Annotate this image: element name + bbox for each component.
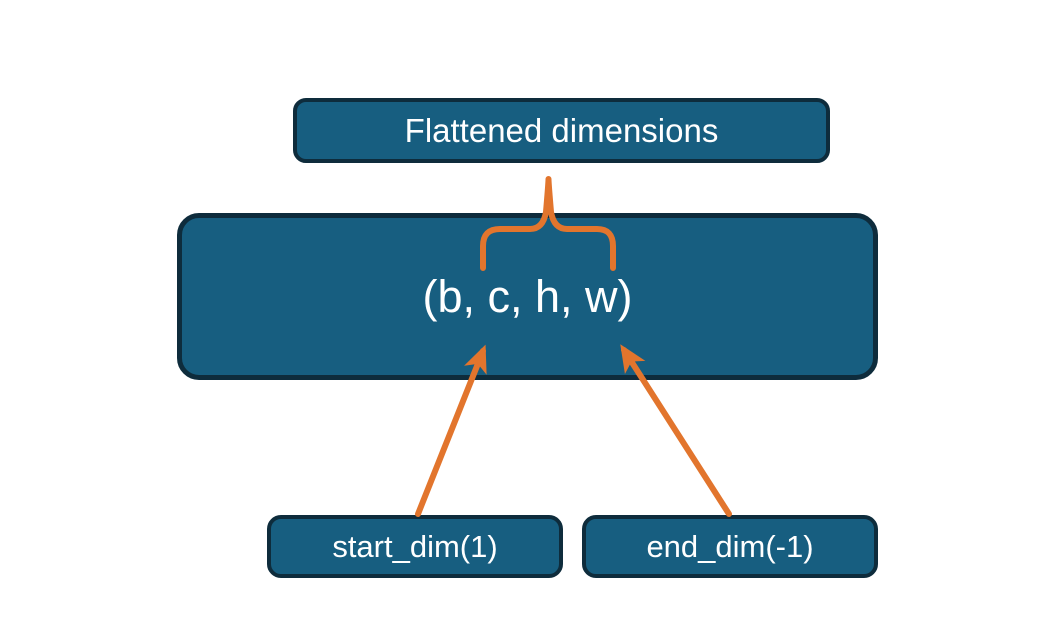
end-dim-label: end_dim(-1) [646,528,814,564]
tensor-shape-box: (b, c, h, w) [177,213,878,380]
flattened-dimensions-box: Flattened dimensions [293,98,830,163]
start-dim-label: start_dim(1) [332,528,498,564]
flattened-dimensions-label: Flattened dimensions [404,111,719,149]
end-dim-box: end_dim(-1) [582,515,878,578]
tensor-shape-label: (b, c, h, w) [422,270,633,322]
start-dim-box: start_dim(1) [267,515,563,578]
